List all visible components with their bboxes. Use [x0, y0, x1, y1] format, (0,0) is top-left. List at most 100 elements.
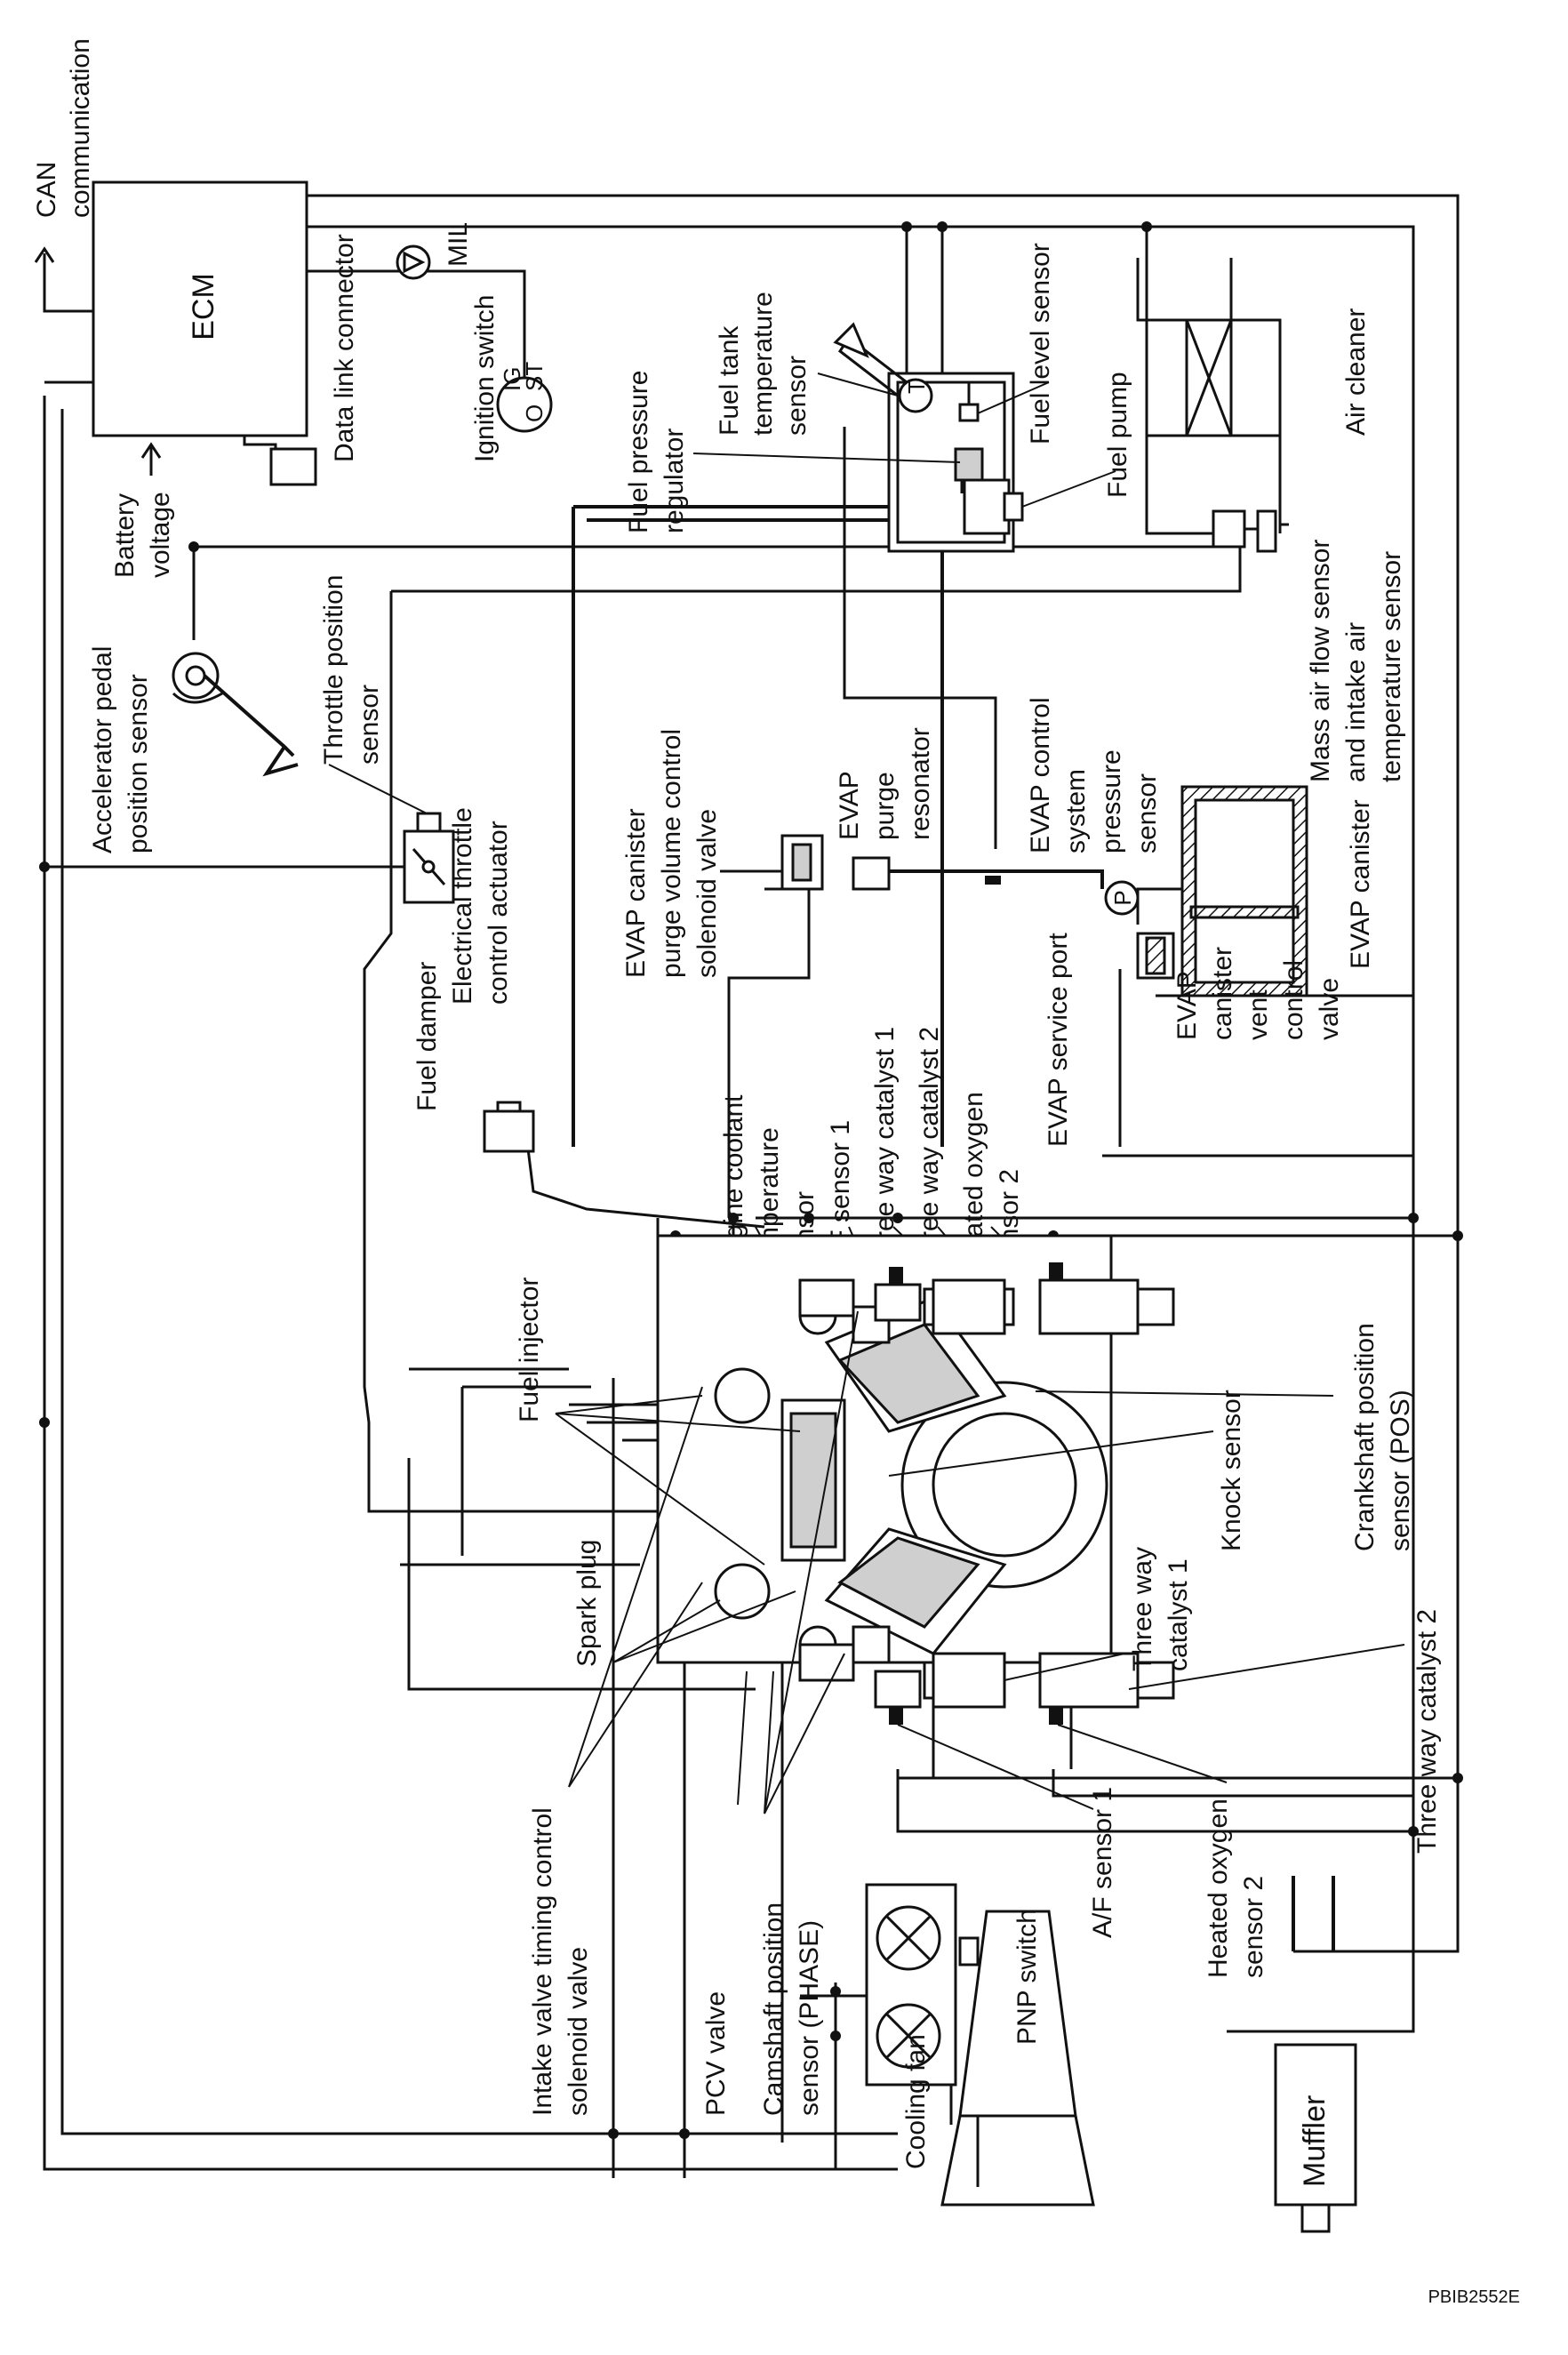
svg-text:sensor: sensor [1132, 773, 1162, 853]
svg-text:T: T [903, 380, 930, 394]
svg-text:Fuel level sensor: Fuel level sensor [1026, 243, 1055, 445]
svg-text:Knock sensor: Knock sensor [1217, 1390, 1246, 1551]
svg-text:ECM: ECM [187, 273, 220, 340]
svg-text:Data link connector: Data link connector [330, 234, 359, 462]
svg-text:EVAP: EVAP [835, 771, 864, 840]
svg-text:Fuel pump: Fuel pump [1103, 372, 1132, 498]
svg-text:canister: canister [1208, 947, 1237, 1040]
three-way-catalyst-1-top [923, 1278, 1015, 1335]
svg-text:solenoid valve: solenoid valve [564, 1947, 593, 2116]
svg-text:valve: valve [1315, 978, 1344, 1040]
fuel-damper: Fuel damper [412, 962, 535, 1153]
svg-text:sensor (POS): sensor (POS) [1386, 1390, 1415, 1551]
svg-text:Throttle position: Throttle position [319, 575, 348, 765]
svg-text:Three way catalyst 1: Three way catalyst 1 [870, 1027, 900, 1271]
svg-text:Battery: Battery [110, 493, 140, 578]
figure-code: PBIB2552E [1428, 2287, 1520, 2307]
data-link-connector: Data link connector [269, 234, 359, 486]
svg-text:system: system [1061, 769, 1091, 853]
svg-text:PNP switch: PNP switch [1012, 1909, 1042, 2045]
svg-text:communication: communication [66, 38, 95, 218]
wire-junctions [39, 221, 1463, 2139]
svg-text:EVAP service port: EVAP service port [1044, 933, 1073, 1147]
svg-text:Electrical throttle: Electrical throttle [448, 807, 477, 1005]
svg-text:ST: ST [521, 362, 548, 391]
svg-text:Fuel damper: Fuel damper [412, 962, 442, 1111]
electrical-throttle-control-actuator: Electrical throttle control actuator [403, 807, 513, 1005]
svg-text:Ignition switch: Ignition switch [470, 295, 500, 462]
svg-text:Heated oxygen: Heated oxygen [1204, 1798, 1233, 1978]
evap-service-port: EVAP service port [985, 876, 1073, 1147]
fuel-pump [963, 478, 1024, 535]
svg-text:regulator: regulator [660, 429, 689, 533]
svg-text:sensor: sensor [355, 685, 384, 765]
three-way-catalyst-2-bottom [1038, 1652, 1175, 1709]
svg-text:vent: vent [1244, 989, 1273, 1040]
three-way-catalyst-1-bottom [923, 1652, 1006, 1709]
svg-text:resonator: resonator [906, 727, 935, 840]
engine-assembly [656, 1234, 1113, 1709]
svg-text:Air cleaner: Air cleaner [1341, 308, 1371, 436]
svg-text:Spark plug: Spark plug [572, 1540, 602, 1667]
svg-text:Fuel injector: Fuel injector [515, 1278, 544, 1422]
svg-text:A/F sensor 1: A/F sensor 1 [1088, 1787, 1117, 1938]
evap-purge-resonator: EVAP purge resonator [835, 727, 935, 891]
svg-text:voltage: voltage [146, 492, 175, 578]
svg-text:and intake air: and intake air [1341, 622, 1371, 782]
battery-voltage: Battery voltage [110, 442, 175, 578]
evap-canister-vent-control-valve: EVAP canister vent control valve [1136, 932, 1344, 1040]
svg-text:Crankshaft position: Crankshaft position [1350, 1323, 1380, 1551]
pnp-switch: PNP switch [940, 1909, 1095, 2207]
svg-text:purge: purge [870, 772, 900, 840]
svg-text:CAN: CAN [32, 162, 61, 218]
evap-canister: EVAP canister [1136, 785, 1375, 997]
svg-text:EVAP canister: EVAP canister [1346, 799, 1375, 969]
svg-text:Muffler: Muffler [1298, 2095, 1332, 2187]
svg-text:Accelerator pedal: Accelerator pedal [88, 646, 117, 853]
svg-text:control actuator: control actuator [484, 821, 513, 1005]
svg-text:position sensor: position sensor [124, 674, 153, 853]
air-cleaner: Air cleaner [1136, 258, 1371, 533]
evap-control-system-pressure-sensor: P EVAP control system pressure sensor [1026, 697, 1162, 916]
svg-text:Mass air flow sensor: Mass air flow sensor [1306, 540, 1335, 782]
svg-text:P: P [1109, 890, 1136, 905]
svg-text:solenoid valve: solenoid valve [692, 809, 722, 978]
three-way-catalyst-2-top [1038, 1278, 1175, 1335]
svg-text:Cooling fan: Cooling fan [901, 2034, 931, 2169]
mil: MIL [396, 222, 473, 280]
svg-text:pressure: pressure [1097, 749, 1126, 853]
cooling-fan: Cooling fan [865, 1883, 957, 2169]
svg-text:EVAP: EVAP [1172, 971, 1202, 1040]
svg-text:Three way: Three way [1128, 1547, 1157, 1671]
ecm: ECM CAN communication [32, 38, 308, 437]
svg-text:temperature sensor: temperature sensor [1377, 551, 1406, 782]
mass-air-flow-sensor: Mass air flow sensor and intake air temp… [1212, 509, 1406, 782]
svg-text:EVAP canister: EVAP canister [621, 808, 651, 978]
svg-text:O: O [521, 405, 548, 422]
svg-text:sensor: sensor [782, 356, 812, 436]
svg-text:purge volume control: purge volume control [657, 729, 686, 978]
accelerator-pedal-position-sensor: Accelerator pedal position sensor [88, 646, 299, 853]
svg-text:Fuel tank: Fuel tank [715, 325, 744, 436]
svg-text:Fuel pressure: Fuel pressure [624, 371, 653, 533]
evap-canister-purge-volume-control-solenoid-valve: EVAP canister purge volume control solen… [621, 729, 824, 978]
svg-text:control: control [1279, 960, 1308, 1040]
svg-text:catalyst 1: catalyst 1 [1164, 1558, 1193, 1671]
svg-text:Three way catalyst 2: Three way catalyst 2 [1412, 1609, 1442, 1854]
svg-text:Three way catalyst 2: Three way catalyst 2 [915, 1027, 944, 1271]
fuel-tank: T [833, 322, 1024, 553]
muffler: Muffler [1274, 2043, 1357, 2233]
svg-text:sensor (PHASE): sensor (PHASE) [795, 1920, 824, 2116]
svg-text:Camshaft position: Camshaft position [759, 1902, 788, 2116]
svg-text:MIL: MIL [444, 222, 473, 267]
ignition-switch: IG ST O Ignition switch [470, 295, 553, 462]
svg-text:PCV valve: PCV valve [701, 1991, 731, 2116]
svg-text:sensor 2: sensor 2 [1239, 1876, 1268, 1978]
svg-text:IG: IG [499, 367, 525, 391]
svg-text:Intake valve timing control: Intake valve timing control [528, 1807, 557, 2116]
svg-text:EVAP control: EVAP control [1026, 697, 1055, 853]
fuel-tank-temperature-sensor: T [898, 378, 933, 413]
svg-text:temperature: temperature [748, 292, 778, 436]
af-sensors [889, 1262, 1063, 1725]
